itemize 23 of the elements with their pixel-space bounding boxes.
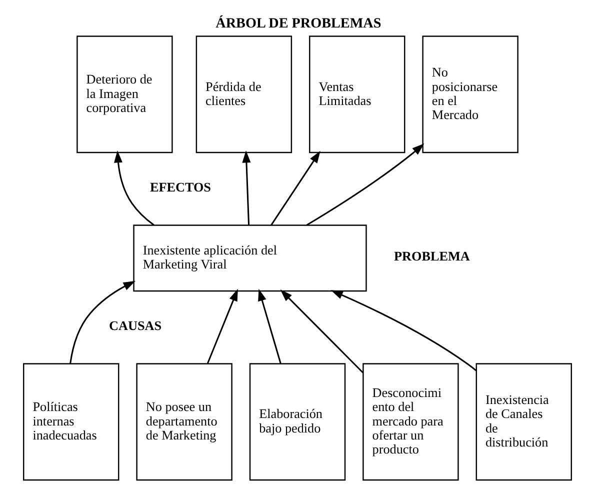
diagram-title: ÁRBOL DE PROBLEMAS — [215, 14, 381, 31]
label: PROBLEMA — [394, 248, 470, 264]
arrow — [258, 288, 281, 364]
arrow — [242, 150, 250, 225]
node-box: No posee un departamento de Marketing — [136, 362, 232, 480]
node-box: Inexistente aplicación del Marketing Viral — [132, 224, 366, 292]
node-box: Políticas internas inadecuadas — [22, 362, 119, 480]
node-box: Inexistencia de Canales de distribución — [475, 362, 572, 480]
node-box: No posicionarse en el Mercado — [422, 35, 518, 153]
arrow — [206, 288, 238, 364]
node-box: Ventas Limitadas — [308, 35, 405, 153]
arrow — [114, 150, 154, 226]
label: CAUSAS — [108, 317, 162, 332]
arrow — [330, 290, 476, 371]
arrow — [280, 289, 364, 373]
node-box: Elaboración bajo pedido — [248, 362, 346, 480]
arrow — [69, 280, 136, 364]
node-box: Desconocimi ento del mercado para ofertar un producto — [362, 362, 458, 480]
arrow — [306, 143, 424, 226]
node-box: Pérdida de clientes — [195, 35, 292, 153]
node-box: Deterioro de la Imagen corporativa — [76, 35, 172, 153]
label: EFECTOS — [149, 178, 210, 194]
arrow — [270, 150, 320, 226]
